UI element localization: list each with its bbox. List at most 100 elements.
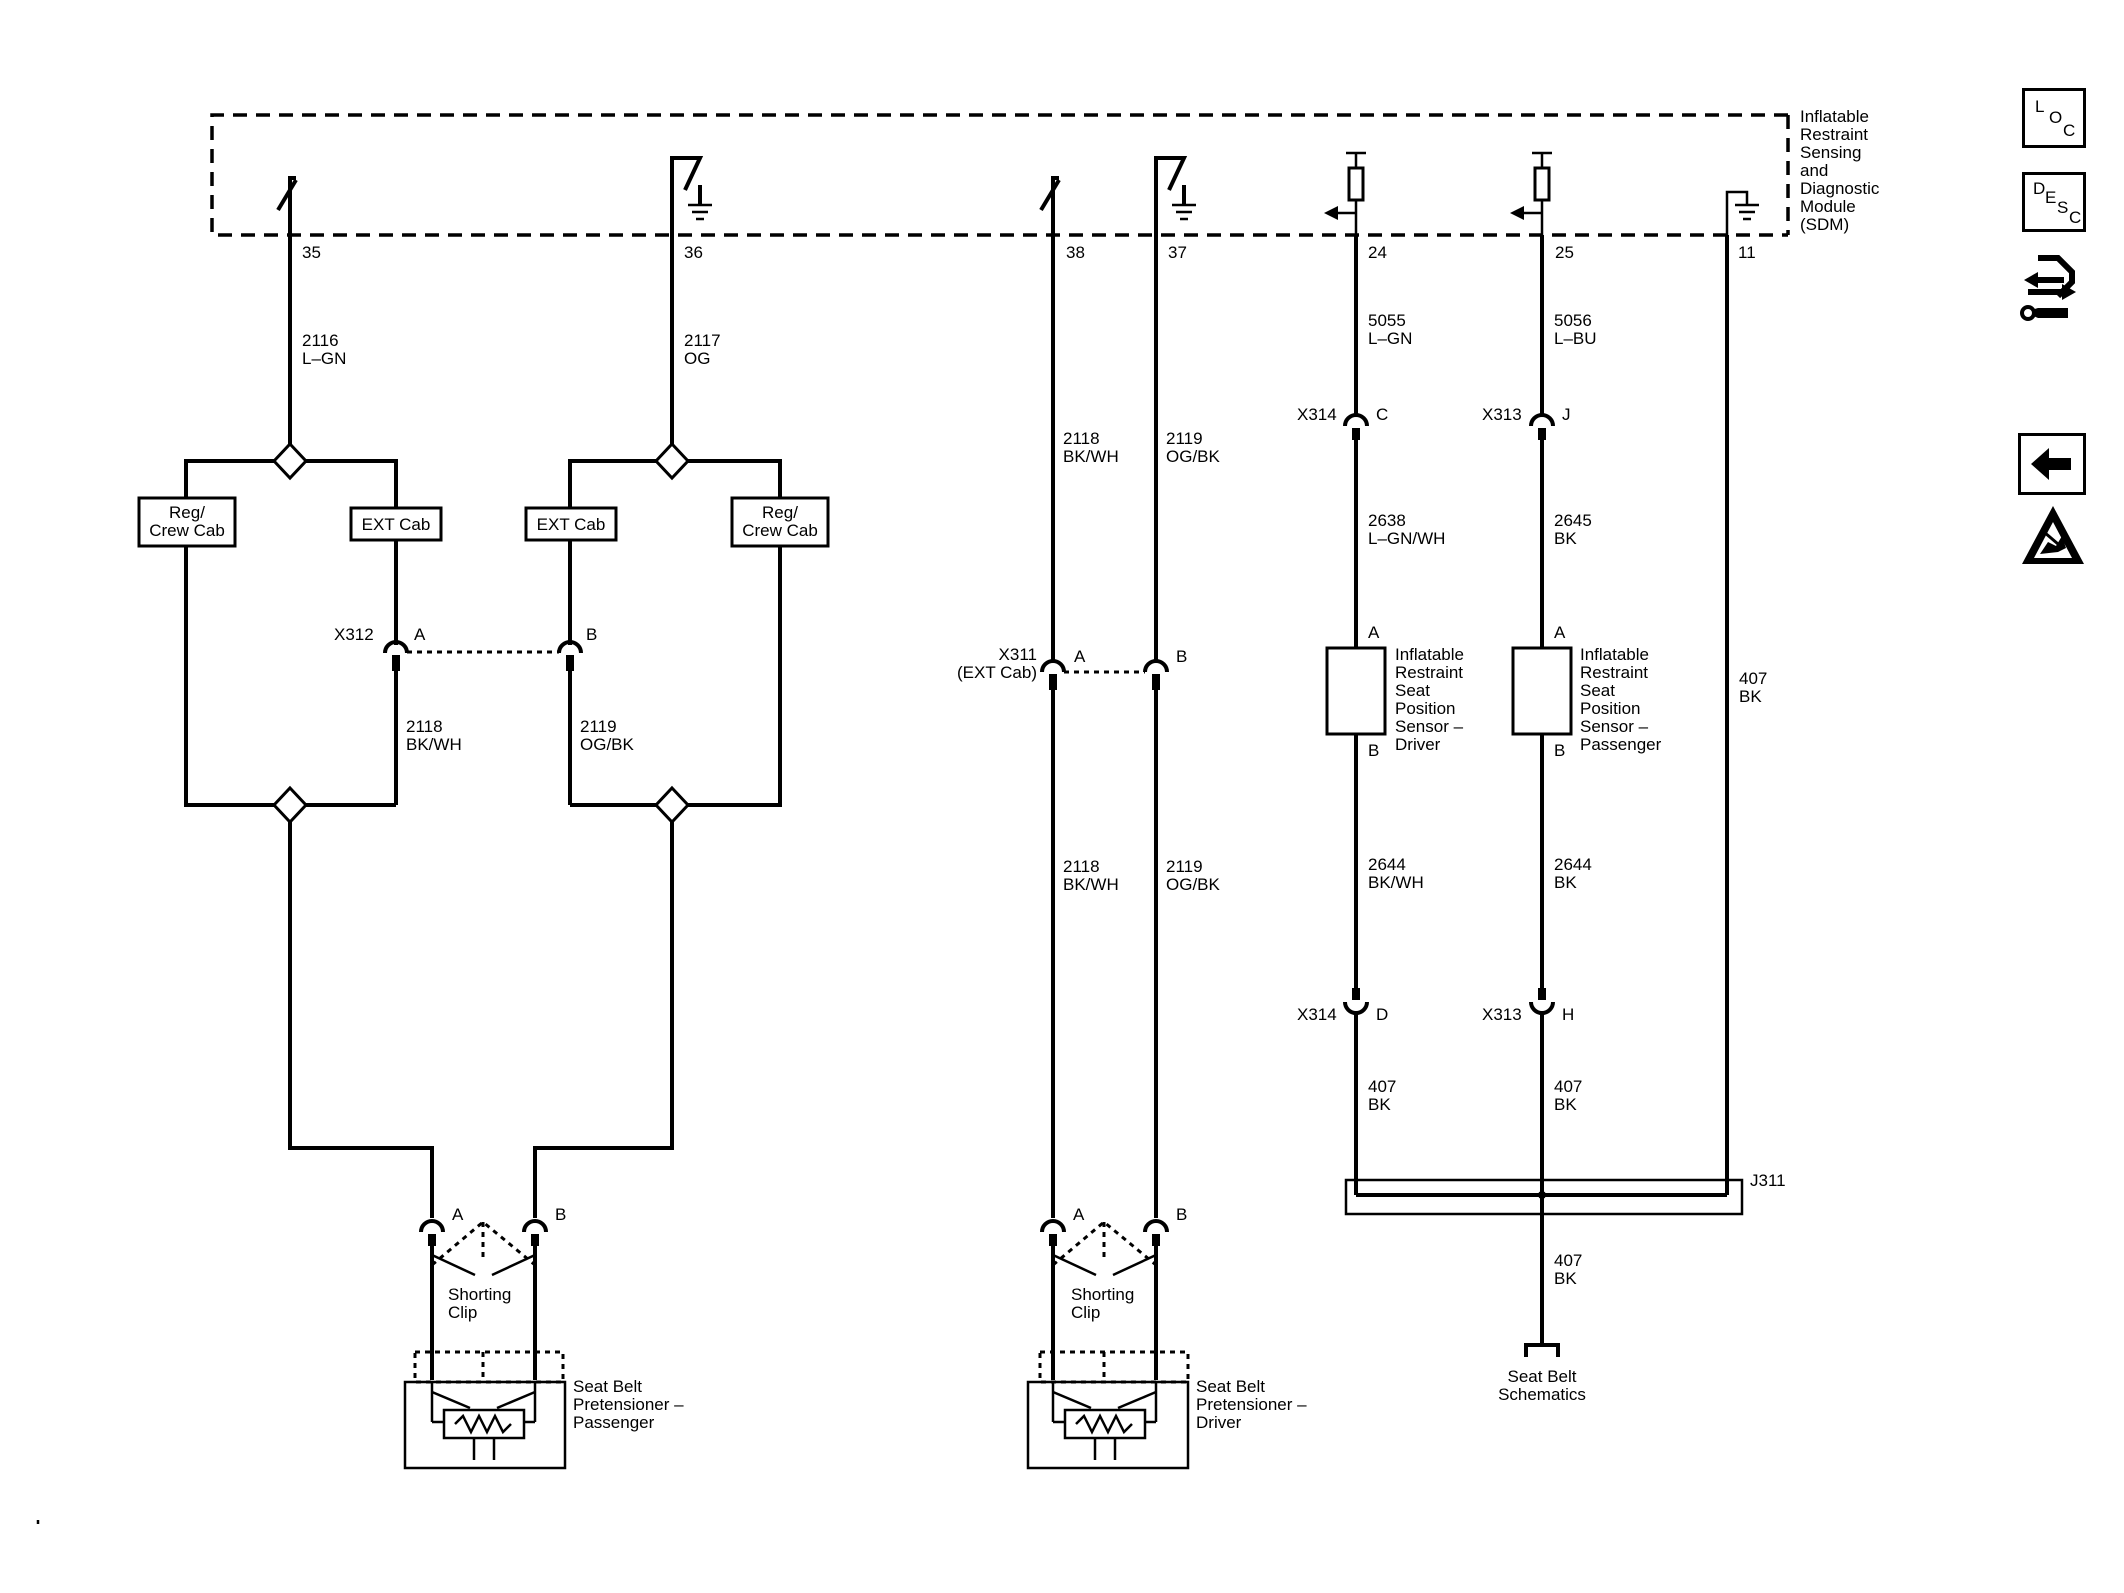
driver-sensor-circuit: 5055 L–GN X314 C 2638 L–GN/WH A B 2644 B… (1297, 235, 1445, 1195)
svg-text:Sensor –: Sensor – (1395, 717, 1464, 736)
svg-text:A: A (1368, 623, 1380, 642)
option-reg-crew-cab-left: Reg/ Crew Cab (137, 496, 237, 548)
svg-text:BK: BK (1554, 873, 1577, 892)
pretensioner-passenger: Seat Belt Pretensioner – Passenger (403, 1350, 684, 1470)
sensor-passenger: Inflatable Restraint Seat Position Senso… (1580, 645, 1662, 754)
svg-text:407: 407 (1368, 1077, 1396, 1096)
svg-text:(SDM): (SDM) (1800, 215, 1849, 234)
svg-text:L–BU: L–BU (1554, 329, 1597, 348)
svg-text:A: A (414, 625, 426, 644)
svg-text:Inflatable: Inflatable (1800, 107, 1869, 126)
svg-text:2118: 2118 (1063, 857, 1100, 876)
sdm-module-title: Inflatable Restraint Sensing and Diagnos… (1800, 107, 1880, 234)
svg-text:A: A (452, 1205, 464, 1224)
svg-text:EXT Cab: EXT Cab (537, 515, 606, 534)
svg-text:and: and (1800, 161, 1828, 180)
svg-text:Pretensioner –: Pretensioner – (1196, 1395, 1307, 1414)
svg-text:L–GN: L–GN (1368, 329, 1412, 348)
svg-text:Shorting: Shorting (448, 1285, 511, 1304)
svg-text:J: J (1562, 405, 1571, 424)
svg-text:B: B (1176, 647, 1187, 666)
svg-text:5056: 5056 (1554, 311, 1592, 330)
sensor-driver: Inflatable Restraint Seat Position Senso… (1395, 645, 1464, 754)
svg-text:D: D (1376, 1005, 1388, 1024)
option-ext-cab-right: EXT Cab (524, 506, 618, 542)
arrow-left-icon (2031, 448, 2071, 480)
svg-text:Seat Belt: Seat Belt (1196, 1377, 1265, 1396)
svg-text:2645: 2645 (1554, 511, 1592, 530)
svg-text:Sensing: Sensing (1800, 143, 1861, 162)
svg-text:X313: X313 (1482, 1005, 1522, 1024)
svg-text:2119: 2119 (580, 717, 617, 736)
svg-text:2117: 2117 (684, 331, 721, 350)
svg-text:Driver: Driver (1395, 735, 1441, 754)
svg-text:Sensor –: Sensor – (1580, 717, 1649, 736)
svg-text:37: 37 (1168, 243, 1187, 262)
svg-text:X314: X314 (1297, 1005, 1337, 1024)
svg-text:Passenger: Passenger (1580, 735, 1662, 754)
connector-x311: X311 (EXT Cab) A B (957, 645, 1187, 682)
svg-text:Reg/: Reg/ (762, 503, 798, 522)
seat-belt-schematics-link[interactable]: Seat Belt Schematics (1498, 1367, 1586, 1404)
back-button[interactable] (2018, 433, 2086, 495)
svg-text:2638: 2638 (1368, 511, 1406, 530)
option-ext-cab-left: EXT Cab (349, 506, 443, 542)
pretensioner-driver: Seat Belt Pretensioner – Driver (1026, 1350, 1307, 1470)
svg-text:BK/WH: BK/WH (406, 735, 462, 754)
svg-text:Inflatable: Inflatable (1395, 645, 1464, 664)
svg-text:407: 407 (1554, 1077, 1582, 1096)
sdm-pin-numbers: 35 36 38 37 24 25 11 (302, 243, 1756, 262)
svg-text:BK: BK (1554, 1095, 1577, 1114)
svg-text:2119: 2119 (1166, 857, 1203, 876)
svg-text:5055: 5055 (1368, 311, 1406, 330)
svg-text:OG/BK: OG/BK (1166, 875, 1221, 894)
svg-text:(EXT Cab): (EXT Cab) (957, 663, 1037, 682)
wire-2116-circuit: 2116 L–GN (184, 235, 398, 508)
svg-text:A: A (1554, 623, 1566, 642)
svg-text:BK: BK (1554, 1269, 1577, 1288)
svg-text:X313: X313 (1482, 405, 1522, 424)
svg-text:OG: OG (684, 349, 710, 368)
svg-text:36: 36 (684, 243, 703, 262)
svg-text:Diagnostic: Diagnostic (1800, 179, 1880, 198)
svg-text:B: B (1368, 741, 1379, 760)
svg-text:Restraint: Restraint (1395, 663, 1463, 682)
svg-text:BK/WH: BK/WH (1368, 873, 1424, 892)
svg-text:J311: J311 (1750, 1171, 1786, 1190)
svg-text:OG/BK: OG/BK (580, 735, 635, 754)
svg-text:Reg/: Reg/ (169, 503, 205, 522)
svg-text:Seat: Seat (1580, 681, 1615, 700)
svg-text:Inflatable: Inflatable (1580, 645, 1649, 664)
svg-text:Restraint: Restraint (1580, 663, 1648, 682)
svg-text:OG/BK: OG/BK (1166, 447, 1221, 466)
svg-text:A: A (1074, 647, 1086, 666)
location-button[interactable]: L O C (2022, 88, 2086, 148)
svg-text:Position: Position (1580, 699, 1640, 718)
connector-tool-icon[interactable] (2018, 252, 2090, 332)
svg-text:Clip: Clip (448, 1303, 477, 1322)
svg-text:BK: BK (1554, 529, 1577, 548)
option-reg-crew-cab-right: Reg/ Crew Cab (730, 496, 830, 548)
wire-2119-driver-circuit: 2119 OG/BK 2119 OG/BK (1143, 235, 1221, 1218)
svg-text:Clip: Clip (1071, 1303, 1100, 1322)
svg-text:2118: 2118 (406, 717, 443, 736)
svg-text:2118: 2118 (1063, 429, 1100, 448)
svg-text:B: B (1554, 741, 1565, 760)
svg-text:Driver: Driver (1196, 1413, 1242, 1432)
svg-text:35: 35 (302, 243, 321, 262)
svg-text:C: C (1376, 405, 1388, 424)
description-button[interactable]: D E S C (2022, 172, 2086, 232)
svg-text:A: A (1073, 1205, 1085, 1224)
bottom-splices (271, 785, 691, 1218)
svg-text:BK: BK (1368, 1095, 1391, 1114)
svg-text:11: 11 (1738, 243, 1756, 262)
sdm-module-outline (210, 113, 1788, 237)
svg-text:B: B (1176, 1205, 1187, 1224)
sdm-internal-circuits (276, 151, 1759, 235)
svg-text:2644: 2644 (1554, 855, 1592, 874)
splice-pack-j311: J311 407 BK (1344, 1171, 1786, 1357)
passenger-sensor-circuit: 5056 L–BU X313 J 2645 BK A B 2644 BK X31… (1482, 235, 1597, 1195)
svg-text:H: H (1562, 1005, 1574, 1024)
svg-text:Crew Cab: Crew Cab (742, 521, 818, 540)
svg-text:B: B (586, 625, 597, 644)
